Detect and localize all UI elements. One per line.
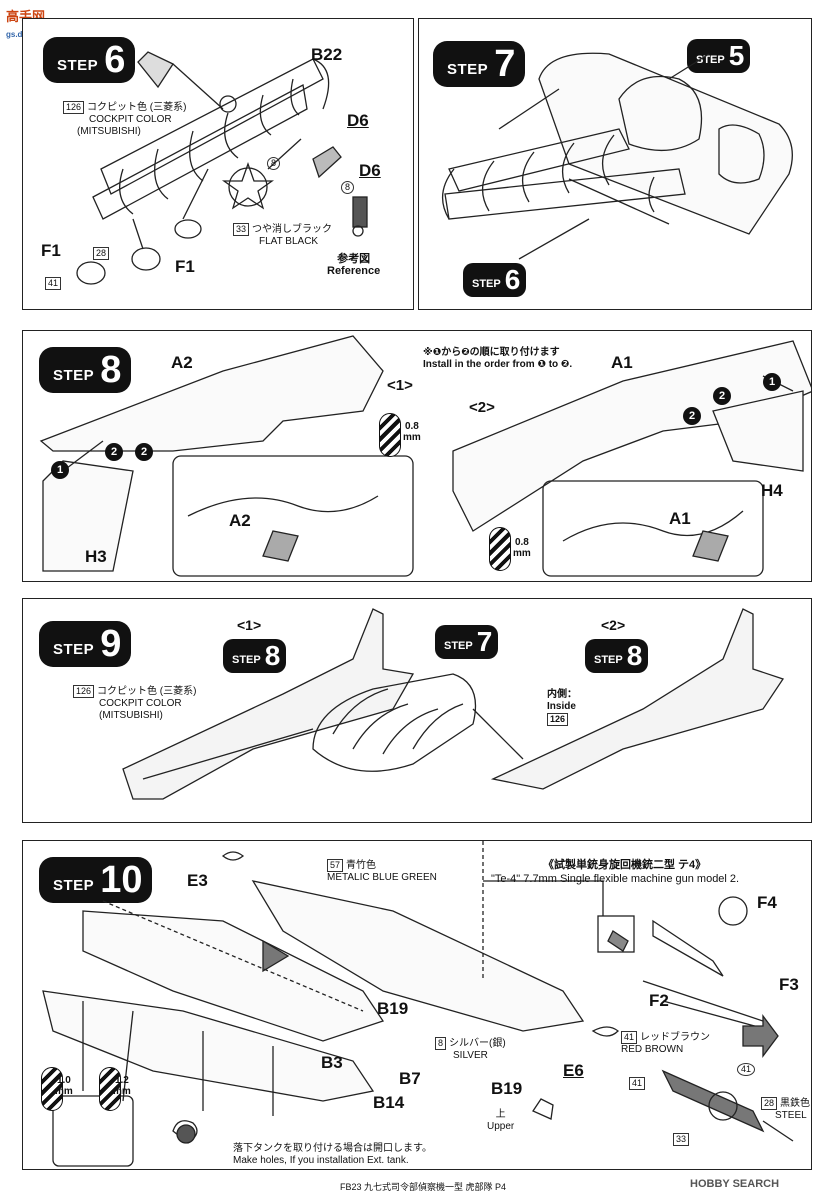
part-d6: D6 [347,111,369,130]
part-a1: A1 [611,353,633,372]
order-1-left: 1 [51,461,69,479]
color-code-28: 28 [93,247,112,260]
position-2-label: <2> [469,399,495,416]
step7-cockpit-assembly-art [442,52,793,260]
order-2-right-b: 2 [683,407,701,425]
step8-badge: STEP 8 [39,347,132,393]
part-b3: B3 [321,1053,343,1072]
step6-fuselage-frame-art [76,51,368,285]
step9-ref-step8b: STEP 8 [585,639,649,673]
part-b7: B7 [399,1069,421,1088]
step7-ref-step6: STEP 6 [463,263,527,297]
part-f2: F2 [649,991,669,1010]
step10-badge: STEP 10 [39,857,153,903]
drill-icon-1-2mm [99,1067,121,1111]
step10-word: STEP [53,876,95,894]
step7-word: STEP [447,60,489,78]
step9-ref-step7: STEP 7 [435,625,499,659]
color-code-41: 41 [45,277,64,290]
color-33: 33 [673,1133,692,1146]
step7-panel: STEP 7 STEP 5 STEP 6 [418,18,812,310]
step9-pos1: <1> [237,617,262,633]
step7-number: 7 [494,43,516,85]
step10-number: 10 [100,859,143,901]
make-holes-note: 落下タンクを取り付ける場合は開口します。 Make holes, If you … [233,1143,432,1166]
part-f1b: F1 [175,257,195,276]
step7-ref-step5: STEP 5 [687,39,751,73]
part-a1-detail: A1 [669,509,691,528]
part-a2: A2 [171,353,193,372]
step6-word: STEP [57,56,99,74]
color-jp: コクピット色 (三菱系) [87,102,187,114]
part-e6: E6 [563,1061,584,1080]
order-2-right-a: 2 [713,387,731,405]
color-code-8b: 8 [341,181,357,194]
part-f1a: F1 [41,241,61,260]
order-2-left-a: 2 [105,443,123,461]
order-2-left-b: 2 [135,443,153,461]
part-e3: E3 [187,871,208,890]
color-code-126: 126 [63,101,85,114]
order-1-right: 1 [763,373,781,391]
drill-icon-1 [379,413,401,457]
part-b22: B22 [311,45,343,64]
step10-wing-assembly-art [42,841,794,1167]
reference-label: 参考図 Reference [327,253,381,277]
step6-number: 6 [104,39,126,81]
part-a2-detail: A2 [229,511,251,530]
step9-badge: STEP 9 [39,621,132,667]
step9-word: STEP [53,640,95,658]
gun-title: 《試製単銃身旋回機銃二型 テ4》 [543,859,707,871]
step10-panel: STEP 10 [22,840,812,1170]
color-code-8a: 8 [267,157,283,170]
step8-panel: STEP 8 A2 A2 H3 A1 A1 H4 <1> <2> ※❶から❷の順… [22,330,812,582]
step9-fuselage-join-art [122,608,785,800]
color-41c: 41 [737,1063,758,1076]
color-en: COCKPIT COLOR [89,114,172,126]
step8-number: 8 [100,349,122,391]
footer-brand: HOBBY SEARCH [690,1178,780,1190]
footer-code: FB23 九七式司令部偵察機一型 虎部隊 P4 [340,1182,507,1192]
color-en2: (MITSUBISHI) [77,126,141,138]
step8-word: STEP [53,366,95,384]
part-b19-detail: B19 [491,1079,523,1098]
part-f4: F4 [757,893,777,912]
step6-badge: STEP 6 [43,37,136,83]
part-d6-ref: D6 [359,161,381,180]
step9-ref-step8a: STEP 8 [223,639,287,673]
position-1-label: <1> [387,377,413,394]
upper-label: 上 Upper [487,1109,515,1132]
part-b19: B19 [377,999,409,1018]
part-b14: B14 [373,1093,405,1112]
step7-badge: STEP 7 [433,41,526,87]
drill-icon-2 [489,527,511,571]
step9-number: 9 [100,623,122,665]
color-41b: 41 [629,1077,648,1090]
drill-icon-1mm [41,1067,63,1111]
part-h3: H3 [85,547,107,566]
part-h4: H4 [761,481,783,500]
part-f3: F3 [779,975,799,994]
install-order-note: ※❶から❷の順に取り付けます Install in the order from… [423,347,573,370]
gun-subtitle: "Te-4" 7.7mm Single flexible machine gun… [491,873,740,885]
step9-pos2: <2> [601,617,626,633]
inside-note: 内側： Inside 126 [547,689,577,726]
